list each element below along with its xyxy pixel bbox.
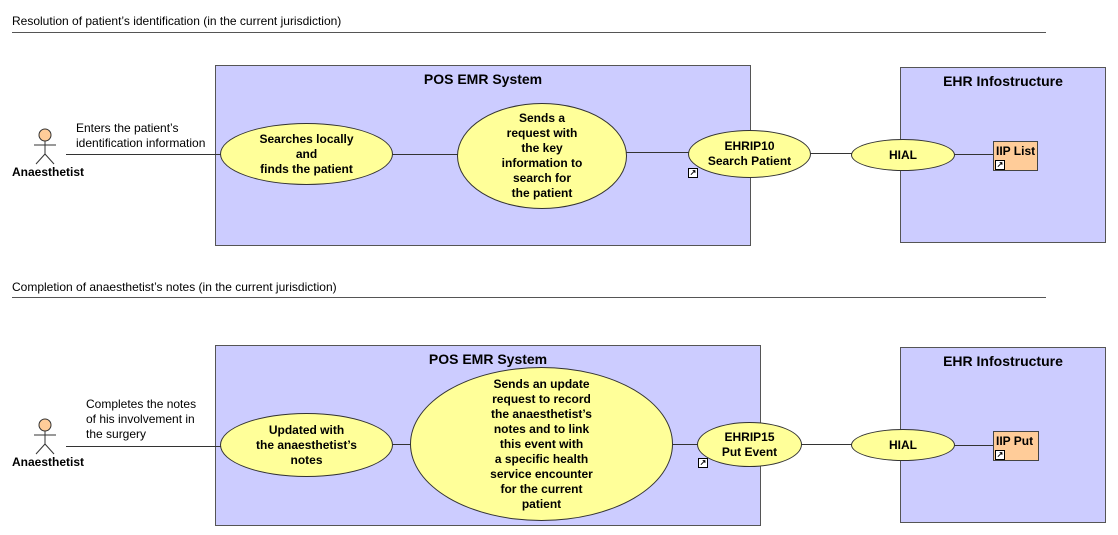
- association-label: Enters the patient’s identification info…: [76, 121, 206, 150]
- shortcut-icon: ↗: [698, 458, 708, 468]
- shortcut-icon: ↗: [995, 450, 1005, 460]
- connector-line: [672, 444, 698, 445]
- actor-name: Anaesthetist: [12, 455, 85, 469]
- shortcut-icon: ↗: [688, 168, 698, 178]
- connector-line: [954, 154, 994, 155]
- actor-figure-icon: [34, 418, 56, 455]
- use-case-search-locally[interactable]: Searches locally and finds the patient: [220, 123, 393, 185]
- use-case-updated-notes[interactable]: Updated with the anaesthetist’s notes: [220, 413, 393, 477]
- connector-line: [954, 445, 994, 446]
- section-title: Resolution of patient’s identification (…: [12, 14, 342, 28]
- connector-line: [66, 446, 221, 447]
- connector-line: [392, 154, 458, 155]
- interface-ehrip10[interactable]: EHRIP10 Search Patient: [688, 130, 811, 178]
- section-title: Completion of anaesthetist’s notes (in t…: [12, 280, 337, 294]
- system-title: POS EMR System: [428, 351, 548, 367]
- connector-line: [392, 444, 412, 445]
- interface-ehrip15[interactable]: EHRIP15 Put Event: [697, 422, 802, 467]
- actor-figure-icon: [34, 128, 56, 165]
- connector-line: [801, 444, 852, 445]
- ehr-title: EHR Infostructure: [943, 353, 1063, 369]
- connector-line: [66, 154, 221, 155]
- system-title: POS EMR System: [423, 71, 543, 87]
- actor-name: Anaesthetist: [12, 165, 85, 179]
- hial-node[interactable]: HIAL: [851, 139, 955, 171]
- association-label: Completes the notes of his involvement i…: [86, 397, 197, 441]
- section-divider: [12, 32, 1046, 33]
- ehr-title: EHR Infostructure: [943, 73, 1063, 89]
- use-case-send-update[interactable]: Sends an update request to record the an…: [410, 367, 673, 521]
- section-divider: [12, 297, 1046, 298]
- hial-node[interactable]: HIAL: [851, 429, 955, 461]
- connector-line: [810, 153, 852, 154]
- shortcut-icon: ↗: [995, 160, 1005, 170]
- use-case-send-request[interactable]: Sends a request with the key information…: [457, 103, 627, 209]
- connector-line: [626, 152, 689, 153]
